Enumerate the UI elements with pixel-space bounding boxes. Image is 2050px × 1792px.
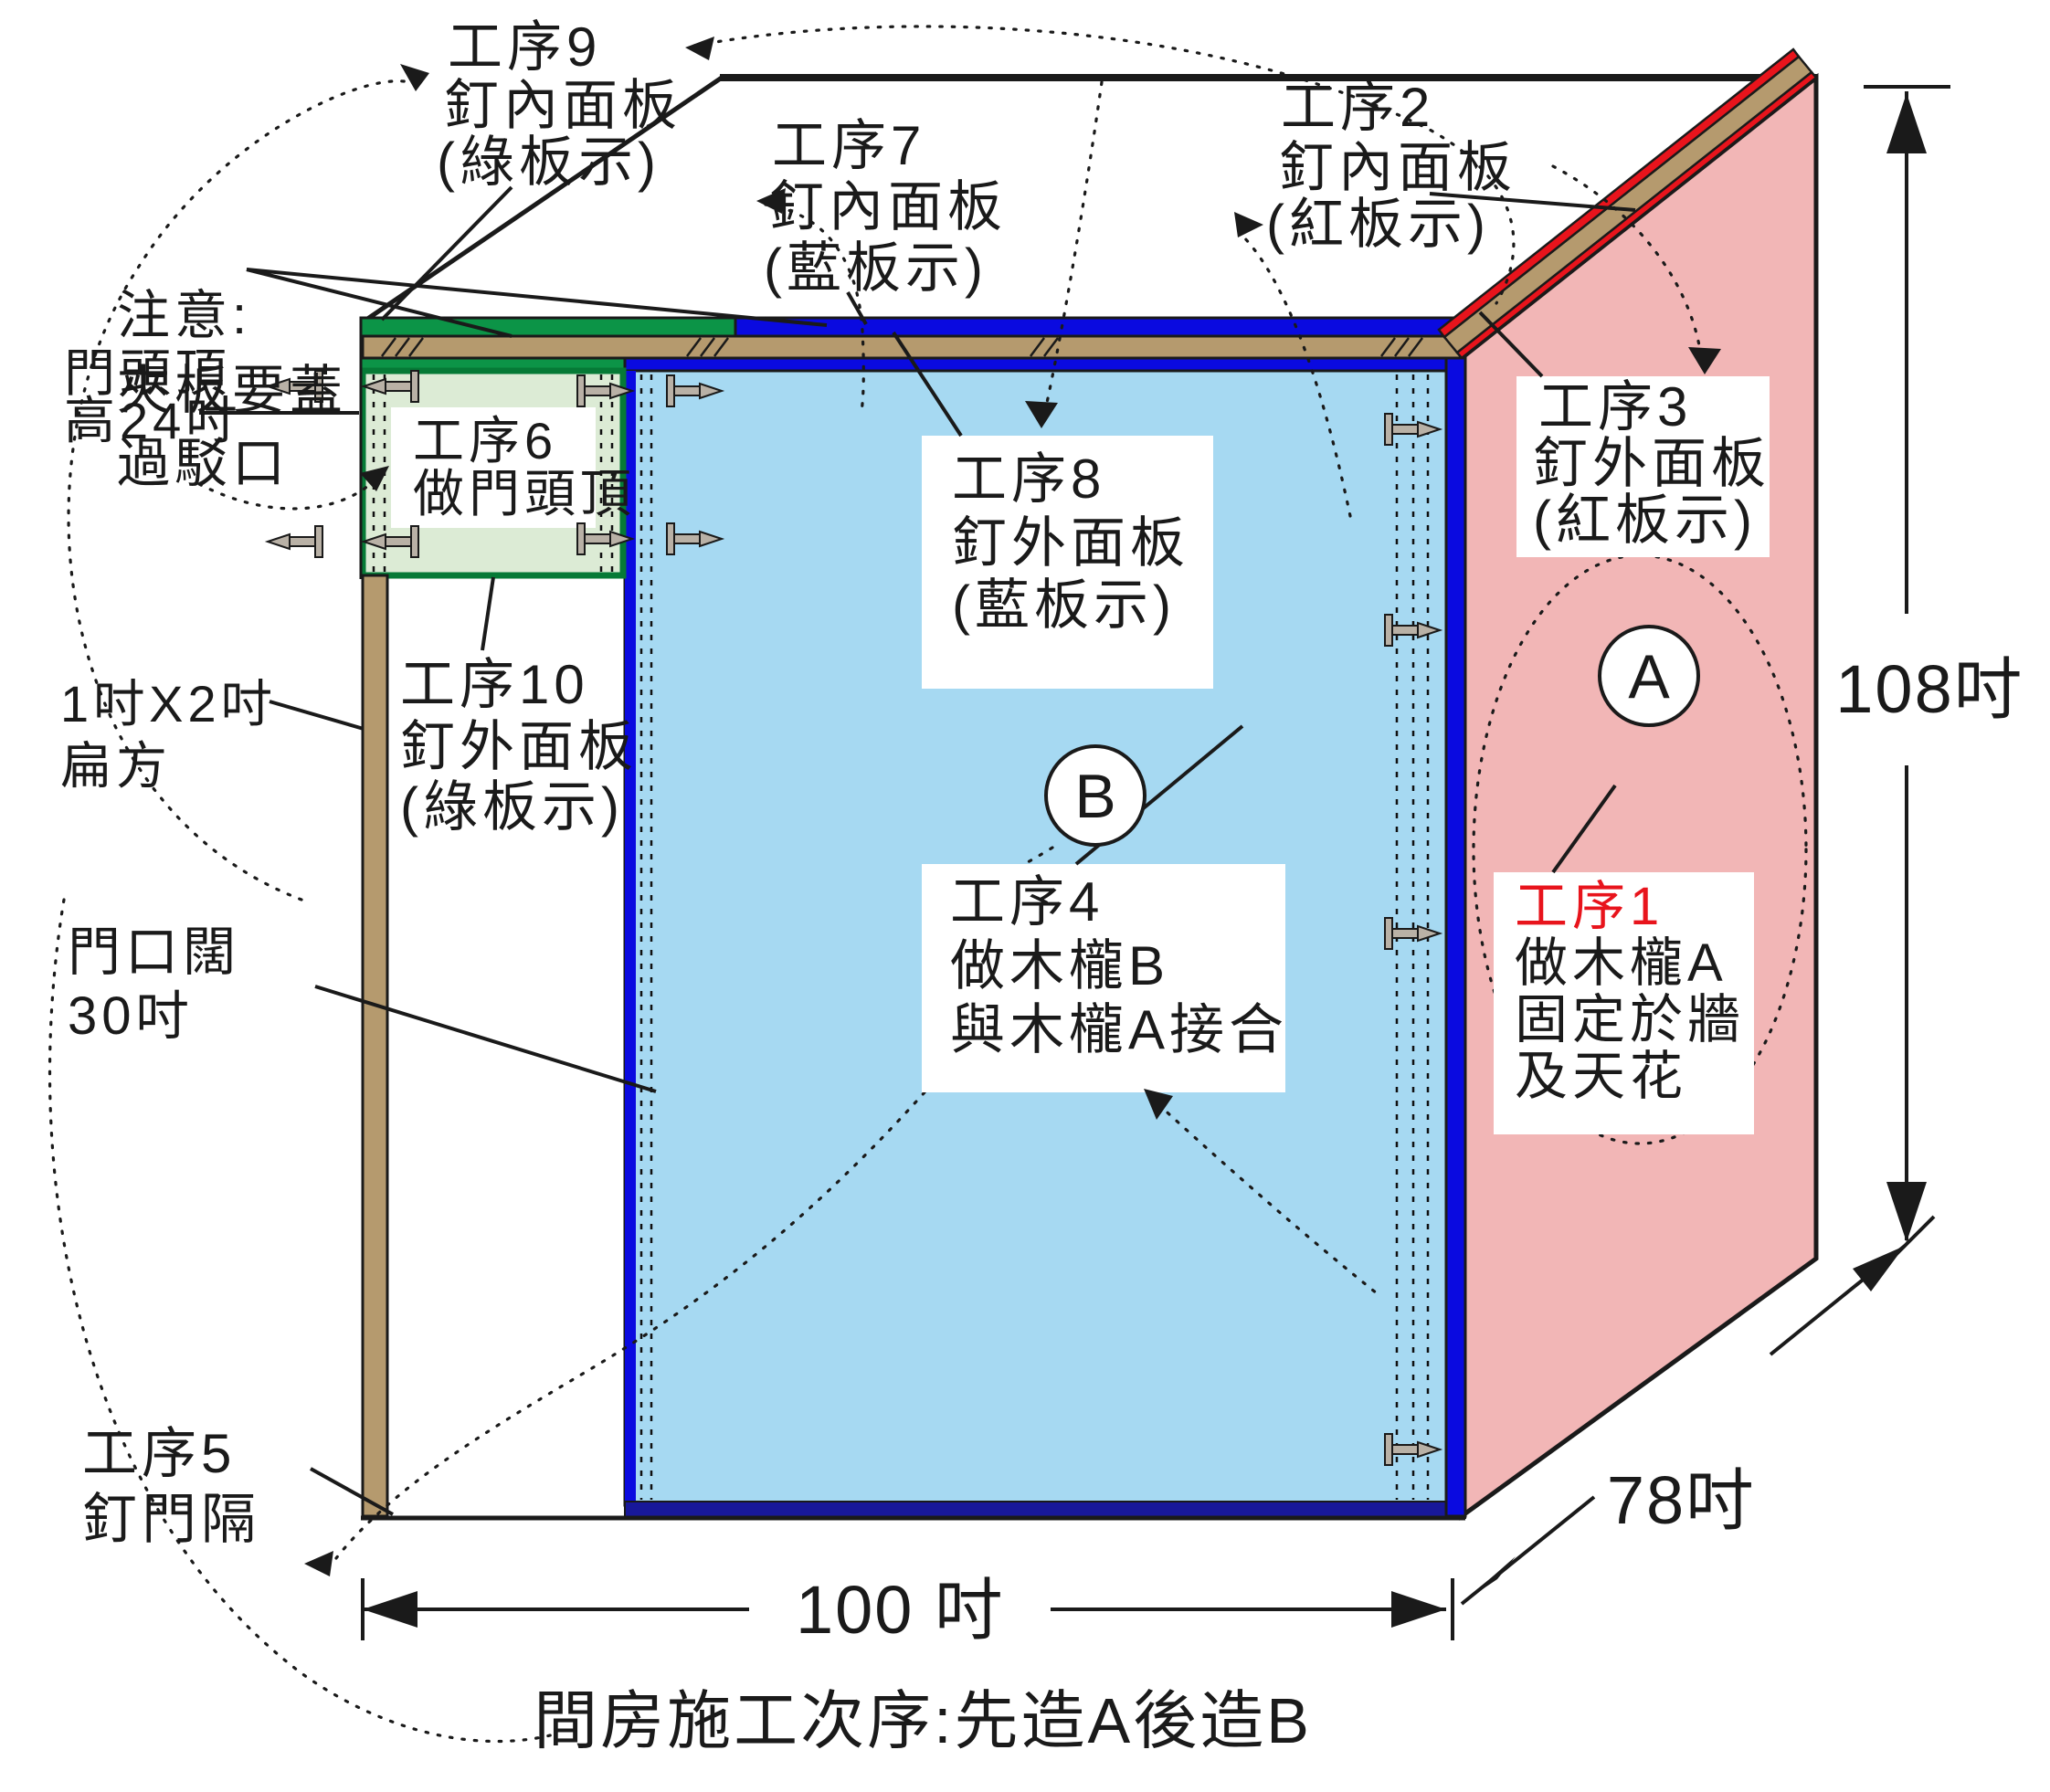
arrow-to-step4 [1144, 1089, 1173, 1120]
label-note-line2: 夾板要蓋 [117, 361, 347, 420]
label-step6-line1: 工序6 [413, 412, 557, 469]
label-step10-line2: 釘外面板 [400, 716, 638, 777]
wall-a-marker-label: A [1628, 642, 1670, 712]
label-step8-line2: 釘外面板 [952, 512, 1189, 574]
dimension-depth: 78吋 [1460, 1244, 1907, 1606]
label-step10-line1: 工序10 [400, 654, 589, 715]
leader-step8 [892, 331, 963, 437]
label-step2-line3: (紅板示) [1266, 194, 1490, 255]
label-step4-line2: 做木櫳B [950, 935, 1169, 996]
wall-b-left-edge [625, 371, 636, 1505]
dimension-width: 100 吋 [361, 1572, 1454, 1648]
arrow-to-step8 [1025, 401, 1058, 428]
label-step1-line2: 做木櫳A [1515, 933, 1728, 993]
arrow-to-step2 [1234, 212, 1263, 237]
leader-note-2 [246, 268, 828, 327]
label-box-step6 [391, 407, 596, 528]
leader-step2 [1429, 192, 1636, 212]
label-step5-line1: 工序5 [82, 1423, 236, 1484]
rear-green-strip [359, 316, 737, 338]
dimension-height: 108吋 [1835, 85, 2023, 1273]
label-step2-line2: 釘內面板 [1279, 137, 1516, 198]
leader-batten [269, 700, 365, 731]
leader-step10 [481, 576, 495, 651]
arrow-to-step7 [756, 188, 786, 214]
arrow-to-step5 [304, 1551, 333, 1576]
label-step9-line2: 釘內面板 [444, 75, 682, 136]
diagram-caption: 間房施工次序:先造A後造B [534, 1685, 1312, 1756]
label-batten-line2: 扁方 [60, 737, 172, 795]
leader-step3 [1478, 311, 1544, 378]
label-door-width-line2: 30吋 [68, 986, 194, 1046]
label-step1-line1: 工序1 [1515, 877, 1664, 936]
leader-step7 [846, 291, 868, 325]
label-step8-line3: (藍板示) [952, 574, 1176, 636]
wall-a-marker-circle [1598, 625, 1700, 727]
label-step8-line1: 工序8 [952, 448, 1105, 510]
leader-note-1 [246, 268, 512, 338]
label-box-step3 [1516, 376, 1770, 557]
solid-leaders [199, 185, 1636, 1516]
ceiling-left-edge [362, 75, 724, 324]
label-batten-line1: 1吋X2吋 [60, 675, 277, 733]
label-step7-line3: (藍板示) [764, 237, 988, 299]
label-step1-line4: 及天花 [1515, 1047, 1687, 1106]
label-box-step1 [1494, 872, 1754, 1134]
label-step7-line2: 釘內面板 [769, 176, 1007, 237]
label-step1-line3: 固定於牆 [1515, 990, 1745, 1049]
label-step3-line3: (紅板示) [1533, 490, 1757, 551]
label-step6-line2: 做門頭頂 [413, 465, 636, 522]
label-step4-line3: 與木櫳A接合 [950, 999, 1288, 1060]
label-door-top-line2: 高24吋 [64, 392, 241, 449]
label-note-line3: 過駁口 [117, 434, 290, 493]
leader-step1 [1551, 784, 1617, 874]
rear-blue-strip [734, 316, 1474, 338]
text-labels: 工序9 釘內面板 (綠板示) 注意: 夾板要蓋 過駁口 門頭頂 高24吋 1吋X… [60, 16, 1770, 1756]
label-box-step4 [922, 864, 1285, 1092]
wall-b-right-edge [1444, 356, 1467, 1518]
door-batten [361, 574, 389, 1518]
arrow-to-step9-loop [400, 64, 429, 91]
dimension-height-value: 108吋 [1835, 651, 2023, 727]
arrow-to-step3 [1688, 347, 1721, 374]
arrow-to-step6 [360, 466, 389, 491]
dimension-width-value: 100 吋 [796, 1572, 1004, 1648]
dimension-depth-value: 78吋 [1607, 1462, 1755, 1538]
label-step4-line1: 工序4 [950, 871, 1104, 933]
wall-b-bottom-edge [624, 1501, 1466, 1519]
nail-icon [267, 525, 323, 558]
top-plate [361, 334, 1467, 360]
leader-door-width [314, 985, 657, 1093]
leader-step5 [310, 1467, 394, 1516]
label-step10-line3: (綠板示) [400, 776, 624, 838]
label-door-width-line1: 門口闊 [68, 922, 240, 982]
wall-a-outer-red-edge [1437, 47, 1801, 339]
label-step9-line1: 工序9 [448, 16, 601, 78]
label-step9-line3: (綠板示) [437, 132, 660, 193]
leader-step9 [380, 185, 513, 322]
leader-arrowheads [304, 37, 1721, 1576]
front-blue-strip [623, 356, 1464, 373]
label-box-step8 [922, 436, 1213, 689]
arrow-to-step9 [685, 37, 714, 60]
label-door-top-line1: 門頭頂 [64, 344, 231, 402]
label-step3-line2: 釘外面板 [1533, 433, 1770, 494]
label-step3-line1: 工序3 [1538, 376, 1692, 437]
wall-b-marker-label: B [1074, 762, 1115, 831]
label-step2-line1: 工序2 [1281, 77, 1434, 138]
label-step7-line1: 工序7 [772, 115, 925, 176]
wall-b-marker-circle [1044, 744, 1147, 847]
label-step5-line2: 釘門隔 [82, 1489, 260, 1550]
top-plate-joint-hatches [381, 337, 1423, 357]
label-note-line1: 注意: [117, 286, 251, 345]
wall-a-dotted-loop [1472, 553, 1808, 1145]
ceiling-plane [364, 78, 1816, 330]
